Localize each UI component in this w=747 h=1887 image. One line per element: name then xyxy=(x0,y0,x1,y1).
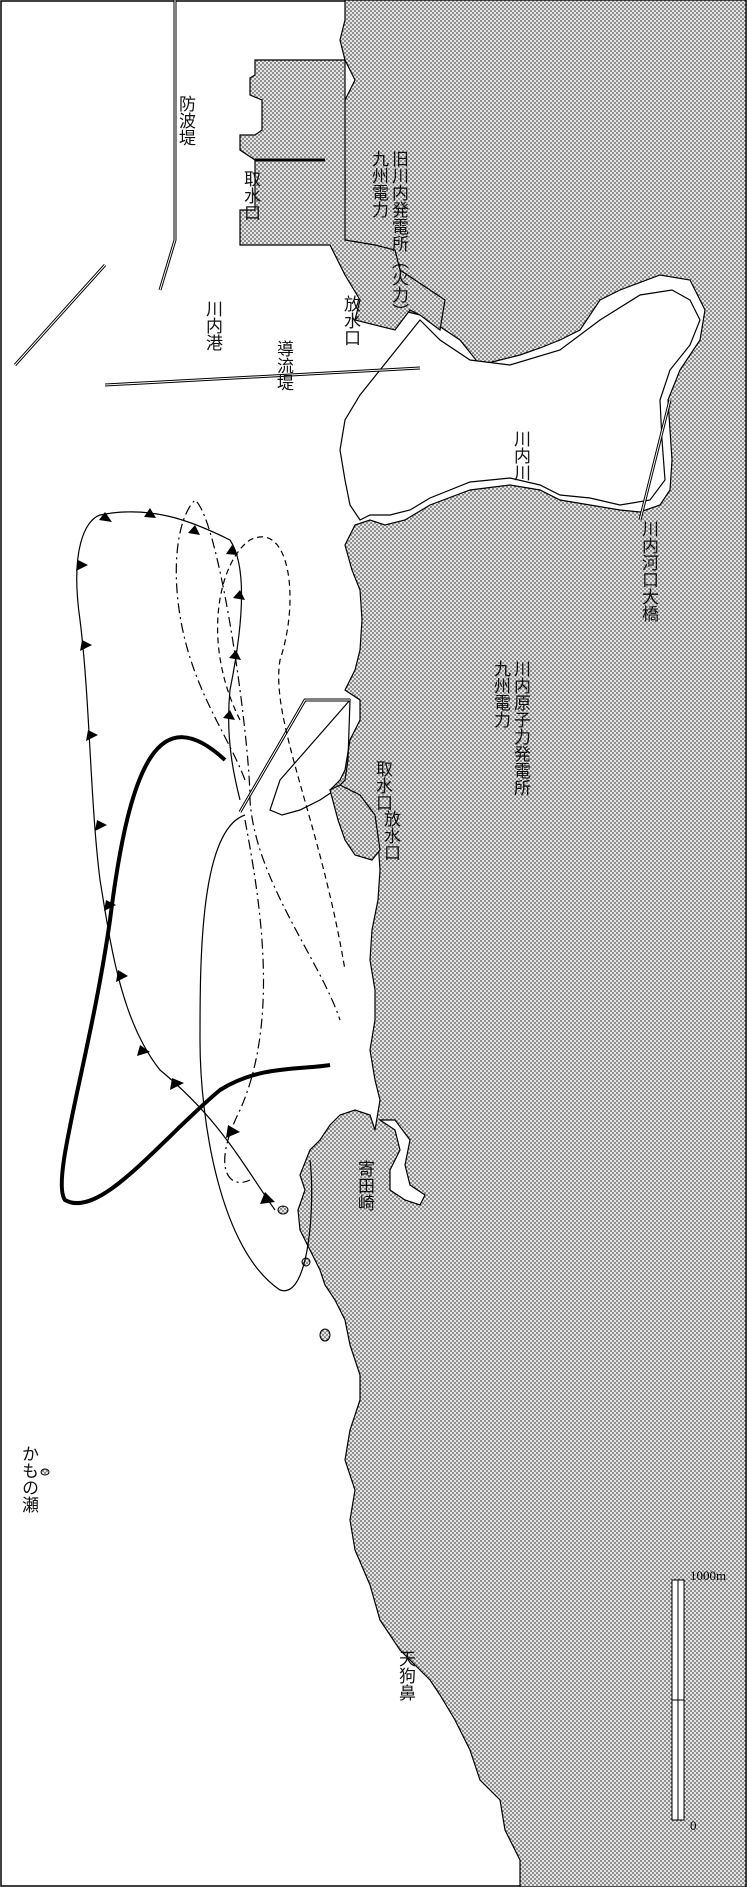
label-old-discharge: 放水口 xyxy=(340,295,361,346)
drift-track xyxy=(76,511,276,1211)
detached-breakwater-inner xyxy=(14,264,106,366)
label-old-plant: 九州電力旧川内発電所（火力） xyxy=(368,150,409,320)
label-old-intake: 取水口 xyxy=(240,170,261,221)
kawaguchi-bridge-inner xyxy=(639,399,671,521)
npp-intake-structure xyxy=(329,784,381,861)
label-npp: 九州電力川内原子力発電所 xyxy=(490,660,531,796)
drift-marker xyxy=(95,820,107,831)
drift-marker xyxy=(260,1192,275,1204)
label-npp-discharge: 放水口 xyxy=(380,810,401,861)
label-yorita-point: 寄田崎 xyxy=(354,1160,375,1211)
label-sendai-river: 川内川 xyxy=(510,430,531,481)
drift-marker xyxy=(226,1125,240,1138)
guide-levee-inner xyxy=(104,367,421,386)
label-sendai-port: 川内港 xyxy=(202,300,223,351)
npp-site xyxy=(269,698,351,816)
drift-marker xyxy=(76,560,88,571)
drift-marker xyxy=(229,650,241,660)
contour-thin xyxy=(199,814,313,1292)
scale-max-label: 1000m xyxy=(690,1568,726,1583)
drift-marker xyxy=(223,710,235,720)
breakwater-inner xyxy=(159,0,176,291)
contour-dashed xyxy=(217,536,346,971)
drift-marker xyxy=(188,525,200,535)
scale-bar xyxy=(671,1579,685,1821)
drift-marker xyxy=(104,900,116,911)
drift-marker xyxy=(80,640,92,651)
npp-breakwater-inner xyxy=(239,699,350,813)
drift-marker xyxy=(137,1045,150,1056)
drift-marker xyxy=(233,590,245,600)
contour-thick xyxy=(59,735,331,1205)
drift-markers xyxy=(76,508,275,1204)
label-guide-levee: 導流堤 xyxy=(273,340,294,391)
drift-marker xyxy=(116,970,128,982)
label-kawaguchi-bridge: 川内河口大橋 xyxy=(638,520,659,623)
contour-dashdot xyxy=(175,499,341,1021)
old-plant-site xyxy=(239,59,446,332)
islet-3 xyxy=(319,1328,331,1342)
drift-marker xyxy=(226,545,238,555)
contour-dashdot-2 xyxy=(224,819,265,1184)
islet-1 xyxy=(277,1205,289,1215)
river-water xyxy=(339,289,701,521)
land-mass xyxy=(297,0,747,1887)
drift-marker xyxy=(86,730,98,741)
yorita-inlet xyxy=(378,1119,426,1206)
label-tengu-hana: 天狗鼻 xyxy=(395,1650,416,1701)
label-npp-intake: 取水口 xyxy=(372,760,393,811)
drift-marker xyxy=(170,1078,184,1090)
label-breakwater: 防波堤 xyxy=(175,95,196,146)
drift-marker xyxy=(144,508,156,518)
kamonose-rock xyxy=(40,1468,50,1476)
scale-zero-label: 0 xyxy=(690,1818,697,1833)
label-kamonose: かもの瀬 xyxy=(18,1445,39,1513)
drift-marker xyxy=(99,512,112,522)
